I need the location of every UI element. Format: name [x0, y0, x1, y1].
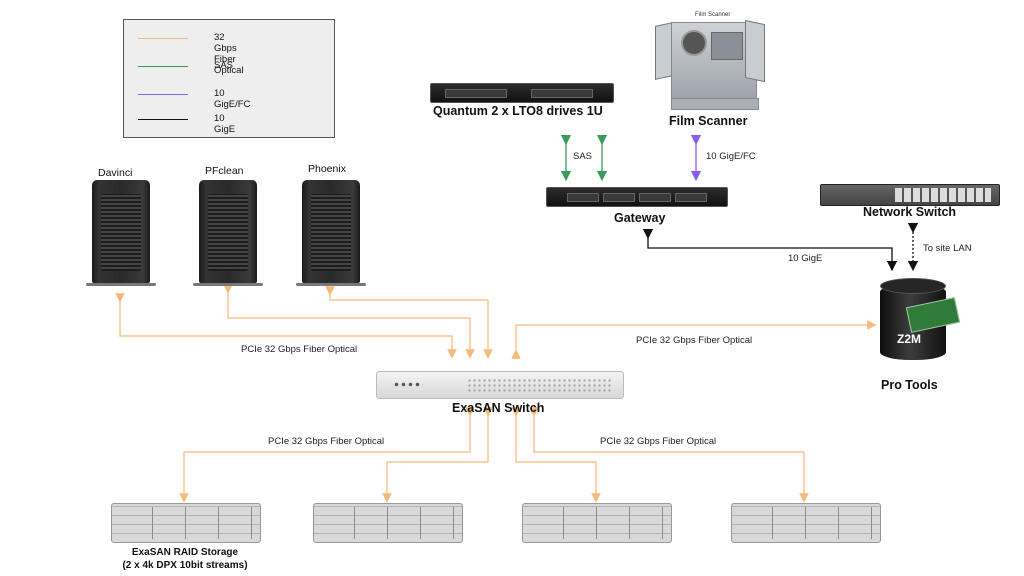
gateway-icon [546, 187, 728, 207]
site-lan-label: To site LAN [923, 243, 972, 254]
fiber-protools [511, 320, 877, 359]
legend-swatch [138, 94, 188, 95]
legend-swatch [138, 38, 188, 39]
fiber-phoenix [325, 286, 493, 359]
pcie-label-storage-right: PCIe 32 Gbps Fiber Optical [600, 436, 717, 447]
legend: 32 Gbps Fiber Optical SAS 10 GigE/FC 10 … [123, 19, 335, 138]
workstation-davinci-icon [86, 180, 156, 286]
legend-label: 10 GigE [214, 113, 236, 135]
pcie-label-storage-left: PCIe 32 Gbps Fiber Optical [268, 436, 385, 447]
legend-label: 10 GigE/FC [214, 88, 251, 110]
quantum-lto-label: Quantum 2 x LTO8 drives 1U [433, 104, 603, 118]
pcie-label-protools: PCIe 32 Gbps Fiber Optical [636, 335, 753, 346]
sas-link-label: SAS [573, 151, 593, 162]
workstation-phoenix-icon [296, 180, 366, 286]
fiber-storage-1 [179, 407, 475, 503]
raid-storage-1-icon [111, 503, 261, 543]
network-switch-icon [820, 184, 1000, 206]
pro-tools-mac-icon: Z2M [880, 278, 961, 360]
exasan-switch-icon [376, 371, 624, 399]
raid-storage-4-icon [731, 503, 881, 543]
legend-swatch [138, 119, 188, 120]
pcie-label-workstations: PCIe 32 Gbps Fiber Optical [241, 344, 358, 355]
gige-fc-link-label: 10 GigE/FC [706, 151, 756, 162]
storage-caption-line2: (2 x 4k DPX 10bit streams) [122, 560, 248, 571]
workstation-label-phoenix: Phoenix [308, 163, 346, 175]
film-scanner-icon: Film Scanner [655, 10, 765, 116]
gateway-label: Gateway [614, 211, 666, 225]
fiber-storage-4 [529, 407, 809, 503]
legend-swatch [138, 66, 188, 67]
fiber-storage-2 [382, 407, 493, 503]
raid-storage-2-icon [313, 503, 463, 543]
storage-caption-line1: ExaSAN RAID Storage [131, 547, 239, 558]
raid-storage-3-icon [522, 503, 672, 543]
z2m-label: Z2M [897, 332, 921, 346]
storage-caption: ExaSAN RAID Storage (2 x 4k DPX 10bit st… [108, 546, 262, 572]
quantum-lto-icon [430, 83, 614, 103]
legend-label: 32 Gbps Fiber Optical [214, 32, 244, 76]
film-scanner-label: Film Scanner [669, 114, 748, 128]
film-scanner-caption: Film Scanner [695, 12, 731, 18]
network-switch-label: Network Switch [863, 205, 957, 219]
gige-link-label: 10 GigE [788, 253, 823, 264]
pro-tools-label: Pro Tools [881, 378, 938, 392]
fiber-storage-3 [511, 407, 601, 503]
workstation-label-pfclean: PFclean [205, 165, 244, 177]
workstation-label-davinci: Davinci [98, 167, 133, 179]
legend-label: SAS [214, 60, 234, 71]
workstation-pfclean-icon [193, 180, 263, 286]
exasan-switch-label: ExaSAN Switch [452, 401, 545, 415]
